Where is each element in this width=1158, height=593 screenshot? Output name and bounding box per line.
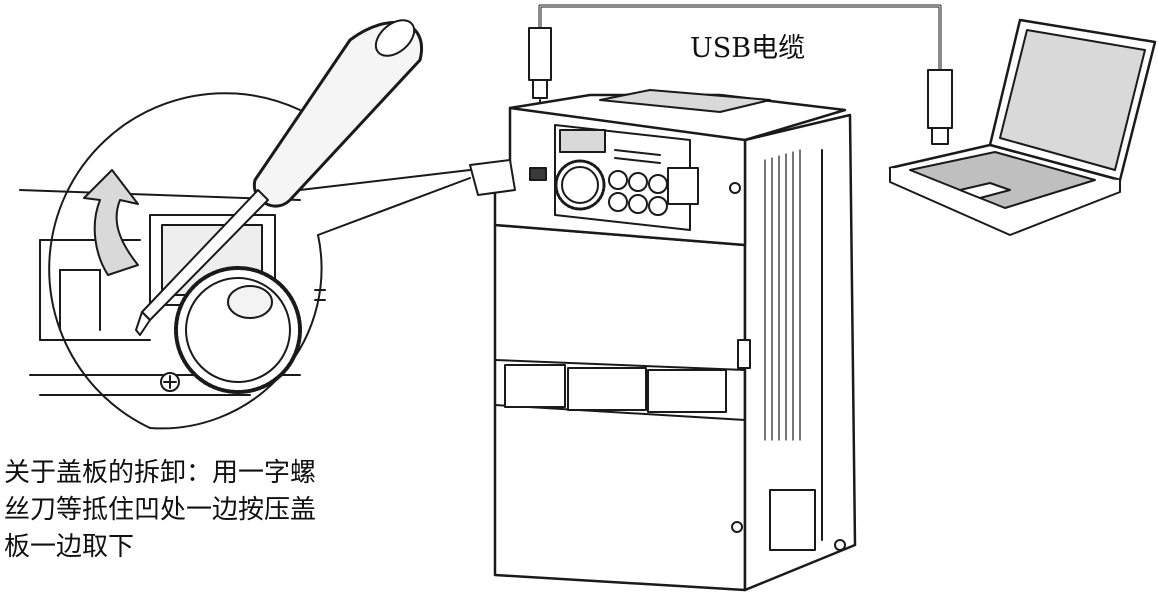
usb-connector-icon [528,27,552,99]
usb-cable [528,4,953,166]
caption-line-3: 板一边取下 [4,532,135,562]
lift-arrow-icon [83,169,139,276]
laptop-icon [888,18,1157,236]
cover-removal-caption: 关于盖板的拆卸：用一字螺 丝刀等抵住凹处一边按压盖 板一边取下 [4,455,404,566]
dial-knob-icon [174,266,302,394]
dial-knob-icon [554,159,606,211]
inverter-icon [469,89,857,592]
caption-line-1: 关于盖板的拆卸：用一字螺 [4,458,317,488]
caption-line-2: 丝刀等抵住凹处一边按压盖 [4,495,317,525]
screwdriver-icon [135,19,423,336]
magnified-detail [19,92,471,430]
usb-cable-label: USB电缆 [690,33,806,64]
